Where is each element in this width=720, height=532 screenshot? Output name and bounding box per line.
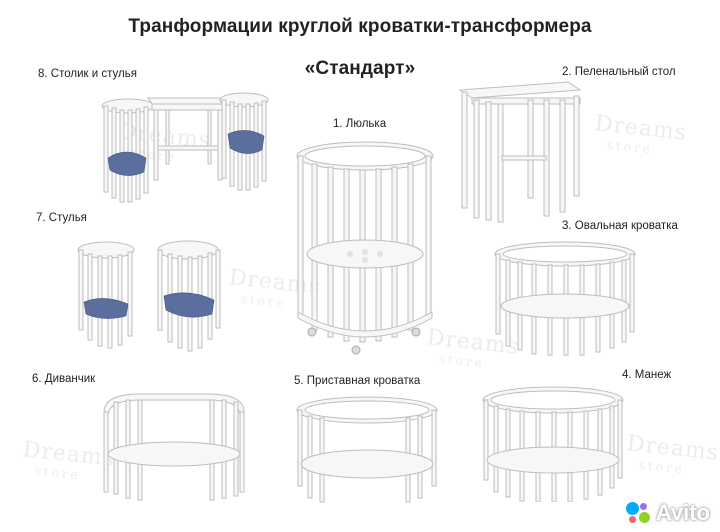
label-playpen: 4. Манеж xyxy=(622,369,672,381)
label-table-and-chairs: 8. Столик и стулья xyxy=(38,68,137,80)
chairs-figure xyxy=(74,234,224,356)
oval-crib-figure xyxy=(492,240,638,358)
table-and-chairs-figure xyxy=(100,84,272,206)
cradle-figure xyxy=(290,136,440,358)
avito-logo-icon xyxy=(625,502,652,524)
page-subtitle: «Стандарт» xyxy=(304,58,416,79)
changing-table-figure xyxy=(456,76,582,226)
label-changing-table: 2. Пеленальный стол xyxy=(562,66,676,78)
side-crib-figure xyxy=(294,392,440,510)
page-title: Транформации круглой кроватки-трансформе… xyxy=(128,16,592,37)
label-oval-crib: 3. Овальная кроватка xyxy=(562,220,678,232)
label-side-crib: 5. Приставная кроватка xyxy=(294,375,421,387)
playpen-figure xyxy=(480,382,626,502)
avito-text: Avito xyxy=(655,500,710,525)
label-chairs: 7. Стулья xyxy=(36,212,87,224)
sofa-figure xyxy=(100,388,248,508)
label-cradle: 1. Люлька xyxy=(333,118,387,130)
label-sofa: 6. Диванчик xyxy=(32,373,96,385)
avito-watermark: Avito xyxy=(625,500,710,526)
